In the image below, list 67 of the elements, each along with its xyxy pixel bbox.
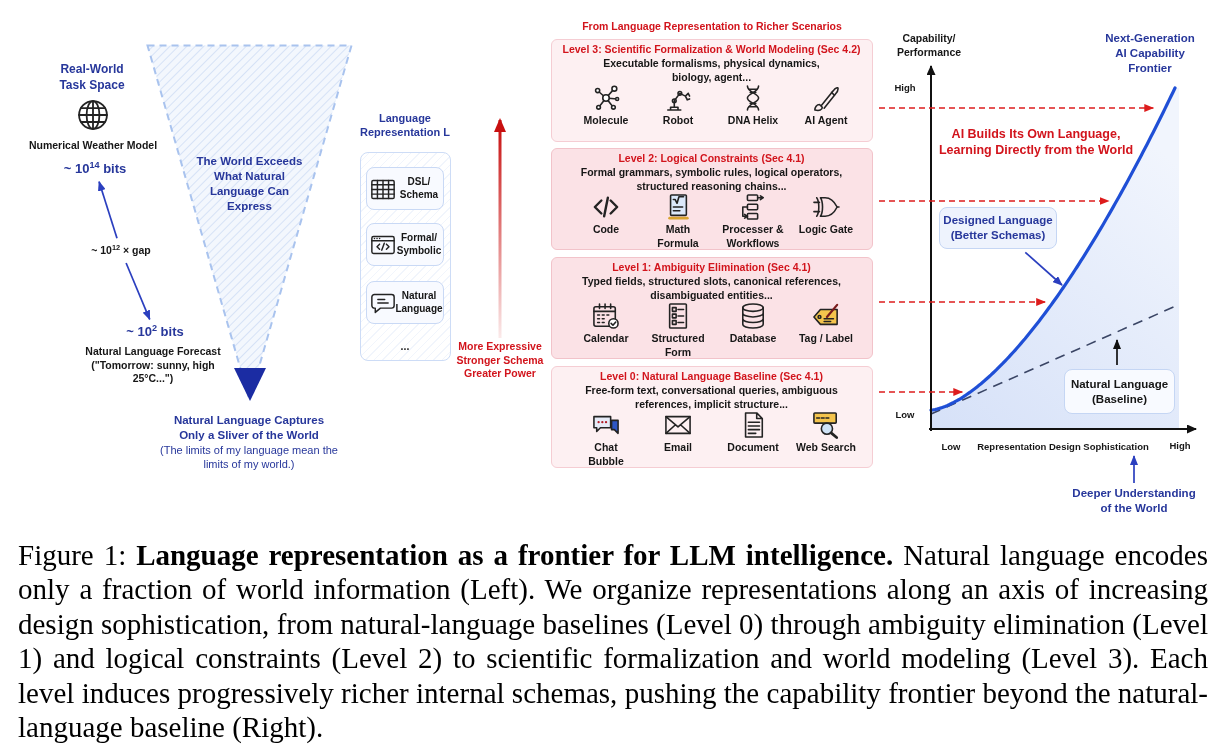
panel-heading: Real-World Task Space	[58, 61, 126, 93]
arrow	[1130, 455, 1138, 484]
arrow	[878, 104, 1155, 112]
level-panel	[551, 148, 873, 250]
arrow	[1024, 251, 1063, 286]
icon-caption: Structured Form	[650, 332, 706, 359]
arrow	[878, 197, 1110, 205]
icon-caption: DNA Helix	[727, 114, 779, 128]
direction-label: More Expressive Stronger Schema Greater Power	[455, 340, 545, 381]
card-label: DSL/ Schema	[398, 175, 440, 201]
level-panel	[551, 257, 873, 359]
arrow	[878, 298, 1047, 306]
level-panel	[551, 39, 873, 142]
level-heading: Level 0: Natural Language Baseline (Sec 4.1)	[600, 370, 823, 384]
chart-annotation: AI Builds Its Own Language, Learning Directly from the World	[938, 126, 1134, 158]
icon-caption: Processer & Workflows	[721, 223, 785, 250]
gap-label: ~ 10$^{12}$ × gap	[91, 244, 151, 258]
axis-tick-label: Low	[895, 409, 915, 421]
arrow	[125, 262, 151, 321]
callout-box: Natural Language (Baseline)	[1064, 369, 1175, 414]
level-description: Free-form text, conversational queries, ambiguous references, implicit structure...	[584, 384, 839, 411]
icon-caption: AI Agent	[804, 114, 848, 128]
icon-caption: Database	[729, 332, 777, 346]
level-panel	[551, 366, 873, 468]
icon-caption: Email	[664, 441, 692, 455]
level-heading: Level 2: Logical Constraints (Sec 4.1)	[618, 152, 805, 166]
forecast-text: Natural Language Forecast ("Tomorrow: sunny, high 25°C...")	[84, 345, 222, 386]
representation-card	[366, 223, 444, 266]
level-description: Formal grammars, symbolic rules, logical operators, structured reasoning chains...	[579, 166, 844, 193]
axis-title: Representation Design Sophistication	[977, 441, 1149, 453]
icon-caption: Logic Gate	[798, 223, 854, 237]
panel-heading: Language Representation L	[359, 111, 451, 139]
axis-title: Capability/ Performance	[895, 32, 963, 59]
level-description: Executable formalisms, physical dynamics, biology, agent...	[602, 57, 821, 84]
callout-box: Designed Language (Better Schemas)	[939, 207, 1057, 249]
quote-text: (The limits of my language mean the limits of my world.)	[159, 443, 339, 471]
icon-caption: Calendar	[583, 332, 629, 346]
figure-caption: Figure 1: Language representation as a frontier for LLM intelligence. Natural language encodes only a fraction of world information (Left). We organize representations along an axis of increasing design sophistication, from natural-language baselines (Level 0) through ambiguity elimination (Level 1) and logical constraints (Level 2) to scientific formalization and world modeling (Level 3). Each level induces progressively richer internal schemas, pushing the capability frontier beyond the natural-language baseline (Right).	[18, 538, 1208, 745]
card-label: Formal/ Symbolic	[395, 231, 443, 257]
axis-tick-label: High	[894, 82, 916, 94]
axis-tick-label: Low	[941, 441, 961, 453]
level-heading: Level 1: Ambiguity Elimination (Sec 4.1)	[612, 261, 811, 275]
representation-card	[366, 167, 444, 210]
bits-estimate: ~ 10$^{2}$ bits	[126, 324, 184, 340]
ellipsis-text: ...	[400, 340, 410, 354]
icon-caption: Molecule	[583, 114, 629, 128]
icon-caption: Math Formula	[656, 223, 700, 250]
arrow	[878, 388, 964, 396]
funnel-text: The World Exceeds What Natural Language Can Express	[195, 154, 304, 214]
icon-caption: Code	[592, 223, 620, 237]
card-label: Natural Language	[395, 289, 443, 315]
level-description: Typed fields, structured slots, canonical references, disambiguated entities...	[581, 275, 842, 302]
arrow	[1113, 339, 1121, 366]
representation-card	[366, 281, 444, 324]
frontier-label: Next-Generation AI Capability Frontier	[1104, 31, 1196, 76]
icon-caption: Web Search	[796, 441, 856, 455]
annotation-text: Deeper Understanding of the World	[1070, 486, 1198, 516]
icon-caption: Document	[727, 441, 779, 455]
axis-tick-label: High	[1169, 440, 1191, 452]
icon-caption: Chat Bubble	[587, 441, 625, 468]
model-name: Numerical Weather Model	[28, 139, 158, 153]
sliver-caption: Natural Language Captures Only a Sliver of the World	[172, 413, 326, 443]
icon-caption: Tag / Label	[798, 332, 854, 346]
icon-caption: Robot	[662, 114, 694, 128]
bits-estimate: ~ 10$^{14}$ bits	[63, 161, 127, 177]
level-heading: Level 3: Scientific Formalization & World Modeling (Sec 4.2)	[562, 43, 861, 57]
arrow	[98, 180, 118, 240]
